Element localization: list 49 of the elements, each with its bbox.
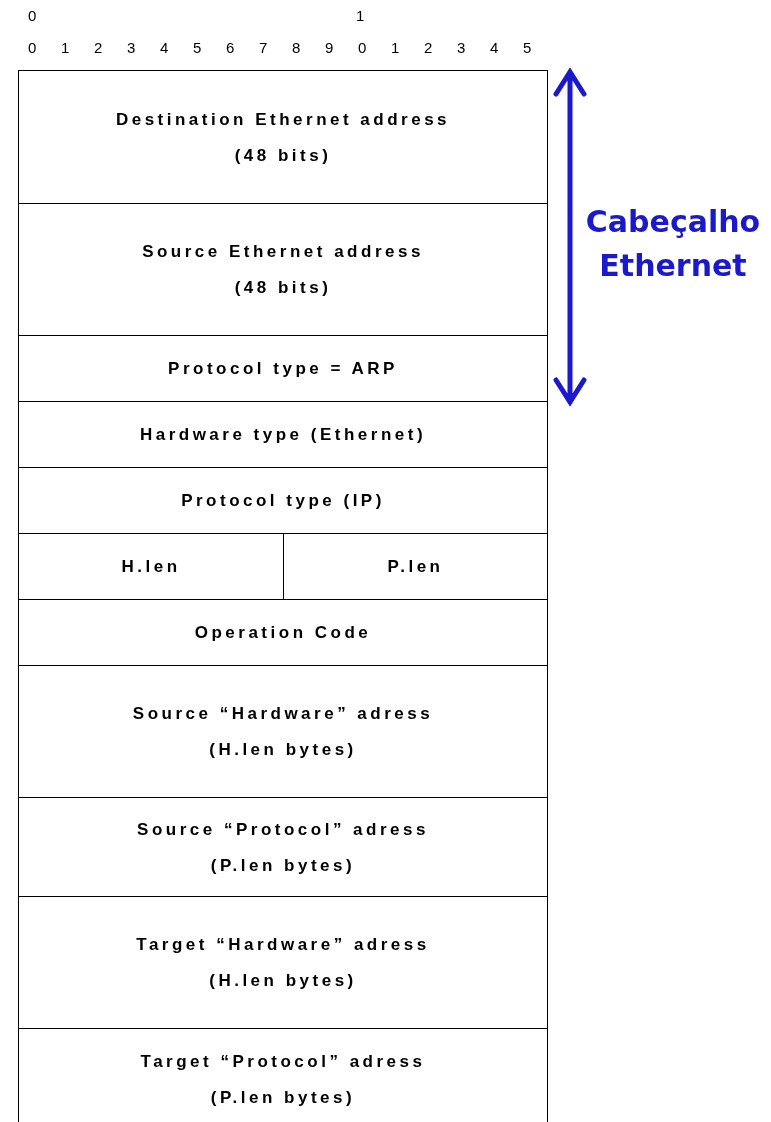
field-label: Source “Hardware” adress bbox=[132, 704, 434, 724]
packet-field bbox=[18, 335, 548, 402]
packet-field bbox=[18, 665, 548, 798]
bit-number: 6 bbox=[226, 39, 235, 56]
packet-field bbox=[283, 533, 548, 600]
field-label: Source “Protocol” adress bbox=[137, 819, 429, 840]
field-label: Source Ethernet address bbox=[142, 242, 424, 262]
field-label: Target “Hardware” adress bbox=[136, 935, 430, 955]
field-label: (H.len bytes) bbox=[209, 740, 357, 760]
packet-field bbox=[18, 1028, 548, 1122]
field-label: Hardware type (Ethernet) bbox=[139, 425, 427, 445]
field-label: (H.len bytes) bbox=[209, 971, 357, 991]
bit-number: 0 bbox=[28, 39, 37, 56]
bit-number: 3 bbox=[127, 39, 136, 56]
bit-number: 1 bbox=[391, 39, 400, 56]
bit-number: 8 bbox=[292, 39, 301, 56]
bit-number: 2 bbox=[94, 39, 103, 56]
field-label: Destination Ethernet address bbox=[115, 109, 451, 130]
field-label: (48 bits) bbox=[234, 278, 332, 298]
bit-number: 7 bbox=[259, 39, 268, 56]
packet-field bbox=[18, 797, 548, 897]
packet-field bbox=[18, 70, 548, 204]
packet-field bbox=[18, 533, 284, 600]
bit-number: 4 bbox=[160, 39, 169, 56]
bit-number: 0 bbox=[358, 39, 367, 56]
field-label: (P.len bytes) bbox=[210, 1088, 356, 1108]
bit-number: 3 bbox=[457, 39, 466, 56]
header-label: Cabeçalho Ethernet bbox=[584, 203, 762, 285]
field-label: Protocol type (IP) bbox=[181, 491, 385, 511]
packet-field bbox=[18, 896, 548, 1029]
bit-number: 5 bbox=[523, 39, 532, 56]
packet-field bbox=[18, 467, 548, 534]
field-label: (48 bits) bbox=[234, 145, 332, 166]
field-label: Target “Protocol” adress bbox=[140, 1052, 426, 1072]
bit-number: 5 bbox=[193, 39, 202, 56]
bit-number: 1 bbox=[356, 7, 365, 24]
packet-field bbox=[18, 599, 548, 666]
bit-number: 2 bbox=[424, 39, 433, 56]
bit-number: 9 bbox=[325, 39, 334, 56]
bit-number: 4 bbox=[490, 39, 499, 56]
packet-field bbox=[18, 203, 548, 336]
field-label: Protocol type = ARP bbox=[168, 359, 398, 379]
packet-field bbox=[18, 401, 548, 468]
bit-number: 1 bbox=[61, 39, 70, 56]
bit-number: 0 bbox=[28, 7, 37, 24]
field-label: (P.len bytes) bbox=[210, 855, 356, 876]
field-label: H.len bbox=[121, 557, 181, 577]
field-label: P.len bbox=[387, 557, 444, 577]
field-label: Operation Code bbox=[194, 623, 372, 643]
